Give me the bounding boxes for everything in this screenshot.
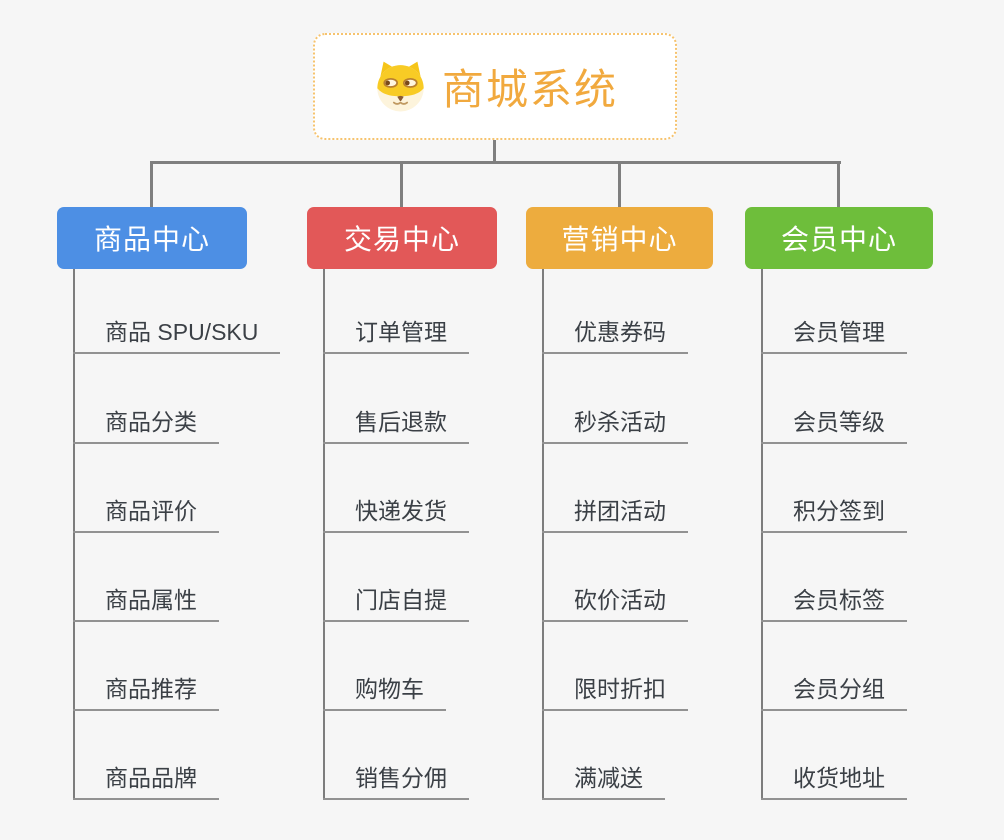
leaf-node[interactable]: 商品评价 (73, 491, 219, 533)
connector-horizontal-bar (150, 161, 841, 164)
connector-root-stem (493, 139, 496, 163)
leaf-node[interactable]: 售后退款 (323, 402, 469, 444)
leaf-node[interactable]: 购物车 (323, 669, 446, 711)
leaf-node[interactable]: 会员管理 (761, 312, 907, 354)
branch-label: 会员中心 (780, 224, 897, 255)
leaf-node[interactable]: 销售分佣 (323, 758, 469, 800)
leaf-node[interactable]: 满减送 (542, 758, 665, 800)
root-title: 商城系统 (441, 66, 618, 113)
branch-marketing-center: 营销中心 优惠券码 秒杀活动 拼团活动 砍价活动 限时折扣 满减送 (526, 207, 713, 817)
branch-label: 营销中心 (561, 224, 678, 255)
leaf-node[interactable]: 商品分类 (73, 402, 219, 444)
leaf-node[interactable]: 优惠券码 (542, 312, 688, 354)
leaf-node[interactable]: 商品品牌 (73, 758, 219, 800)
branch-header-marketing[interactable]: 营销中心 (526, 207, 713, 269)
connector-drop (837, 161, 840, 208)
branch-header-trade[interactable]: 交易中心 (307, 207, 497, 269)
branch-header-product[interactable]: 商品中心 (57, 207, 247, 269)
leaf-node[interactable]: 订单管理 (323, 312, 469, 354)
branch-stem-line (323, 269, 325, 800)
leaf-node[interactable]: 会员分组 (761, 669, 907, 711)
leaf-node[interactable]: 会员等级 (761, 402, 907, 444)
branch-header-member[interactable]: 会员中心 (745, 207, 933, 269)
leaf-node[interactable]: 砍价活动 (542, 580, 688, 622)
leaf-node[interactable]: 秒杀活动 (542, 402, 688, 444)
connector-drop (150, 161, 153, 208)
branch-stem-line (761, 269, 763, 800)
leaf-node[interactable]: 门店自提 (323, 580, 469, 622)
branch-stem-line (73, 269, 75, 800)
leaf-node[interactable]: 限时折扣 (542, 669, 688, 711)
branch-label: 交易中心 (343, 224, 460, 255)
branch-product-center: 商品中心 商品 SPU/SKU 商品分类 商品评价 商品属性 商品推荐 商品品牌 (57, 207, 281, 817)
leaf-node[interactable]: 拼团活动 (542, 491, 688, 533)
leaf-node[interactable]: 商品推荐 (73, 669, 219, 711)
leaf-node[interactable]: 积分签到 (761, 491, 907, 533)
connector-drop (400, 161, 403, 208)
branch-stem-line (542, 269, 544, 800)
leaf-node[interactable]: 会员标签 (761, 580, 907, 622)
branch-member-center: 会员中心 会员管理 会员等级 积分签到 会员标签 会员分组 收货地址 (745, 207, 933, 817)
branch-trade-center: 交易中心 订单管理 售后退款 快递发货 门店自提 购物车 销售分佣 (307, 207, 497, 817)
leaf-node[interactable]: 收货地址 (761, 758, 907, 800)
leaf-node[interactable]: 商品 SPU/SKU (73, 312, 281, 354)
branch-label: 商品中心 (93, 224, 210, 255)
root-node[interactable]: 商城系统 (313, 33, 677, 140)
leaf-node[interactable]: 快递发货 (323, 491, 469, 533)
connector-drop (618, 161, 621, 208)
dog-icon (377, 61, 424, 112)
leaf-node[interactable]: 商品属性 (73, 580, 219, 622)
